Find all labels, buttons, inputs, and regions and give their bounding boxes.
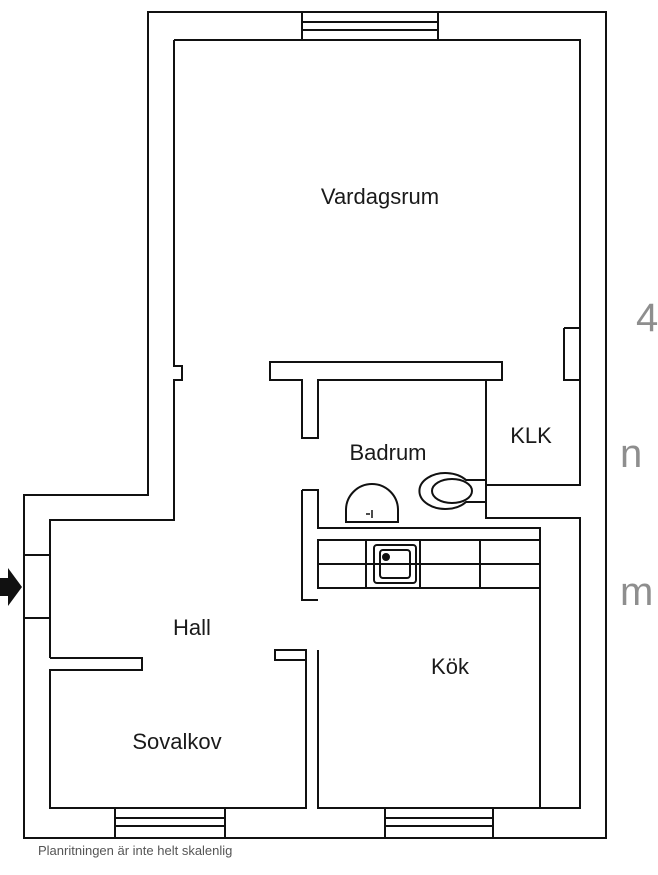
counter-dividers (318, 540, 540, 588)
side-text-middle: n (620, 432, 643, 476)
sink-icon (373, 544, 417, 584)
entrance-arrow-icon (0, 568, 22, 606)
window-top (301, 11, 439, 41)
room-label-kok: Kök (431, 654, 469, 679)
side-text-bottom: m (620, 570, 654, 614)
room-label-sovalkov: Sovalkov (132, 729, 222, 754)
klk-pillar (563, 327, 580, 381)
room-label-hall: Hall (173, 615, 211, 640)
window-bottom-left (114, 807, 226, 839)
window-bottom-right (384, 807, 494, 839)
bathroom-bottom-wall (301, 489, 541, 808)
toilet-icon (418, 472, 487, 510)
entrance-jamb (24, 554, 50, 619)
outer-wall (23, 11, 607, 839)
washbasin-icon (345, 483, 399, 523)
bathroom-top-wall (269, 361, 503, 439)
room-label-vardagsrum: Vardagsrum (320, 184, 440, 209)
side-text-top: 4 (636, 296, 658, 340)
scale-disclaimer: Planritningen är inte helt skalenlig (38, 843, 233, 858)
partition-living-hall (49, 40, 183, 658)
room-label-klk: KLK (510, 423, 552, 448)
room-label-badrum: Badrum (349, 440, 427, 465)
